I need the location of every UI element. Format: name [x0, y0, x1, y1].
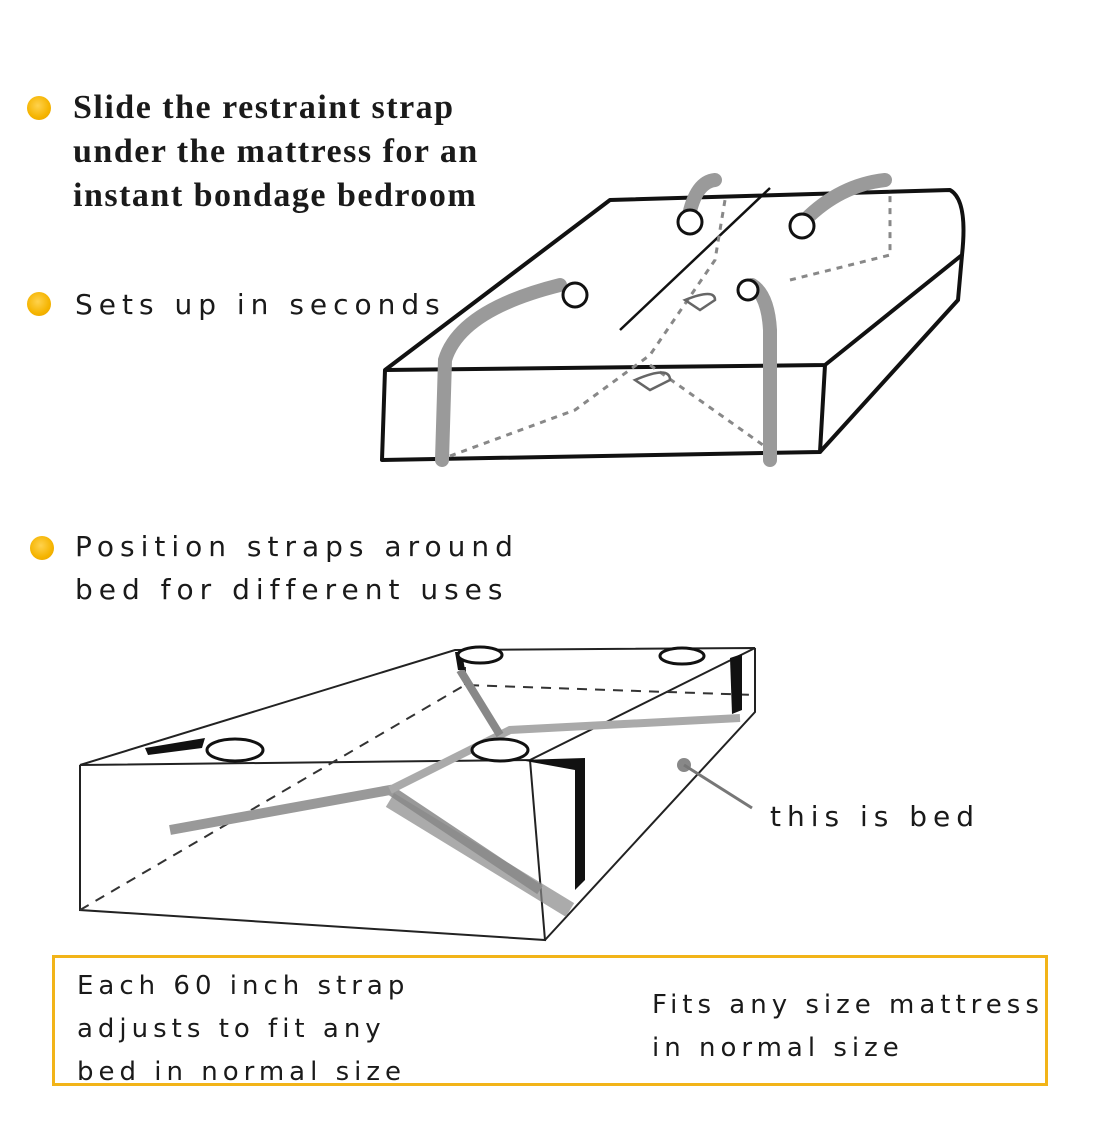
mattress-with-straps-illustration [380, 173, 966, 467]
bullet-dot-icon [30, 536, 54, 560]
info-box: Each 60 inch strap adjusts to fit any be… [52, 955, 1048, 1087]
info-right-line-2: in normal size [652, 1033, 904, 1063]
feature-position-text: Position straps around bed for different… [75, 525, 519, 611]
feature-slide-text: Slide the restraint strap under the matt… [73, 86, 479, 218]
info-left-line-2: adjusts to fit any [77, 1014, 386, 1044]
bullet-dot-icon [27, 292, 51, 316]
feature-position-line-1: Position straps around [75, 530, 519, 563]
bed-diagram-illustration [79, 645, 756, 942]
feature-slide-line-3: instant bondage bedroom [73, 177, 478, 214]
info-box-right: Fits any size mattress in normal size [652, 984, 1044, 1070]
info-left-line-3: bed in normal size [77, 1057, 407, 1087]
info-left-line-1: Each 60 inch strap [77, 971, 410, 1001]
feature-slide-line-2: under the mattress for an [73, 133, 479, 170]
feature-position-line-2: bed for different uses [75, 573, 509, 606]
feature-setup-text: Sets up in seconds [75, 283, 446, 326]
feature-slide-line-1: Slide the restraint strap [73, 89, 455, 126]
bullet-dot-icon [27, 96, 51, 120]
info-right-line-1: Fits any size mattress [652, 990, 1044, 1020]
bed-callout-label: this is bed [770, 800, 981, 833]
feature-setup-line-1: Sets up in seconds [75, 288, 446, 321]
info-box-left: Each 60 inch strap adjusts to fit any be… [77, 965, 409, 1094]
